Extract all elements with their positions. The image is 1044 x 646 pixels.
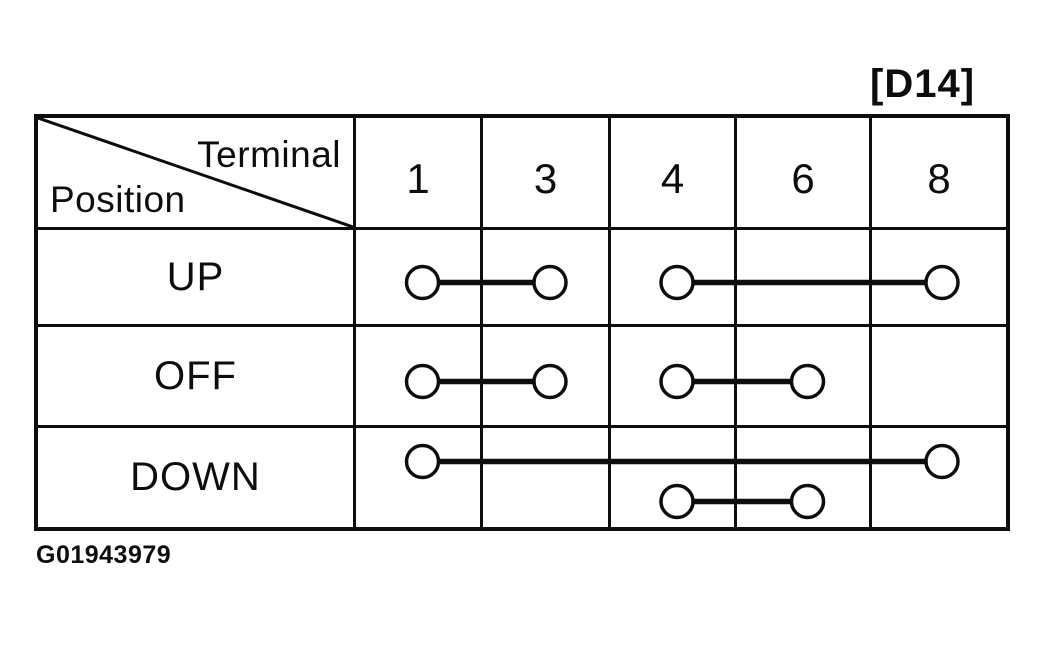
row-label-up: UP — [38, 230, 356, 327]
terminal-header-3: 3 — [483, 118, 611, 230]
continuity-cell — [611, 327, 737, 428]
terminal-header-8: 8 — [872, 118, 1006, 230]
continuity-cell — [356, 327, 483, 428]
terminal-header-4: 4 — [611, 118, 737, 230]
figure-code: G01943979 — [36, 541, 172, 569]
continuity-cell — [483, 327, 611, 428]
continuity-cell — [737, 327, 872, 428]
continuity-cell — [356, 428, 483, 527]
continuity-cell — [872, 230, 1006, 327]
position-axis-label: Position — [50, 179, 186, 220]
continuity-cell — [483, 428, 611, 527]
diagonal-divider-line — [38, 118, 353, 227]
connector-tag: [D14] — [870, 62, 976, 106]
continuity-cell — [737, 230, 872, 327]
continuity-table: Terminal Position 1 3 4 6 8 UP OFF DOWN — [34, 114, 1010, 531]
terminal-header-6: 6 — [737, 118, 872, 230]
header-diagonal-cell: Terminal Position — [38, 118, 356, 230]
continuity-cell — [872, 327, 1006, 428]
continuity-cell — [611, 230, 737, 327]
continuity-cell — [356, 230, 483, 327]
row-label-down: DOWN — [38, 428, 356, 527]
row-label-off: OFF — [38, 327, 356, 428]
continuity-cell — [737, 428, 872, 527]
terminal-header-1: 1 — [356, 118, 483, 230]
continuity-cell — [611, 428, 737, 527]
continuity-cell — [872, 428, 1006, 527]
terminal-axis-label: Terminal — [197, 134, 341, 175]
continuity-cell — [483, 230, 611, 327]
